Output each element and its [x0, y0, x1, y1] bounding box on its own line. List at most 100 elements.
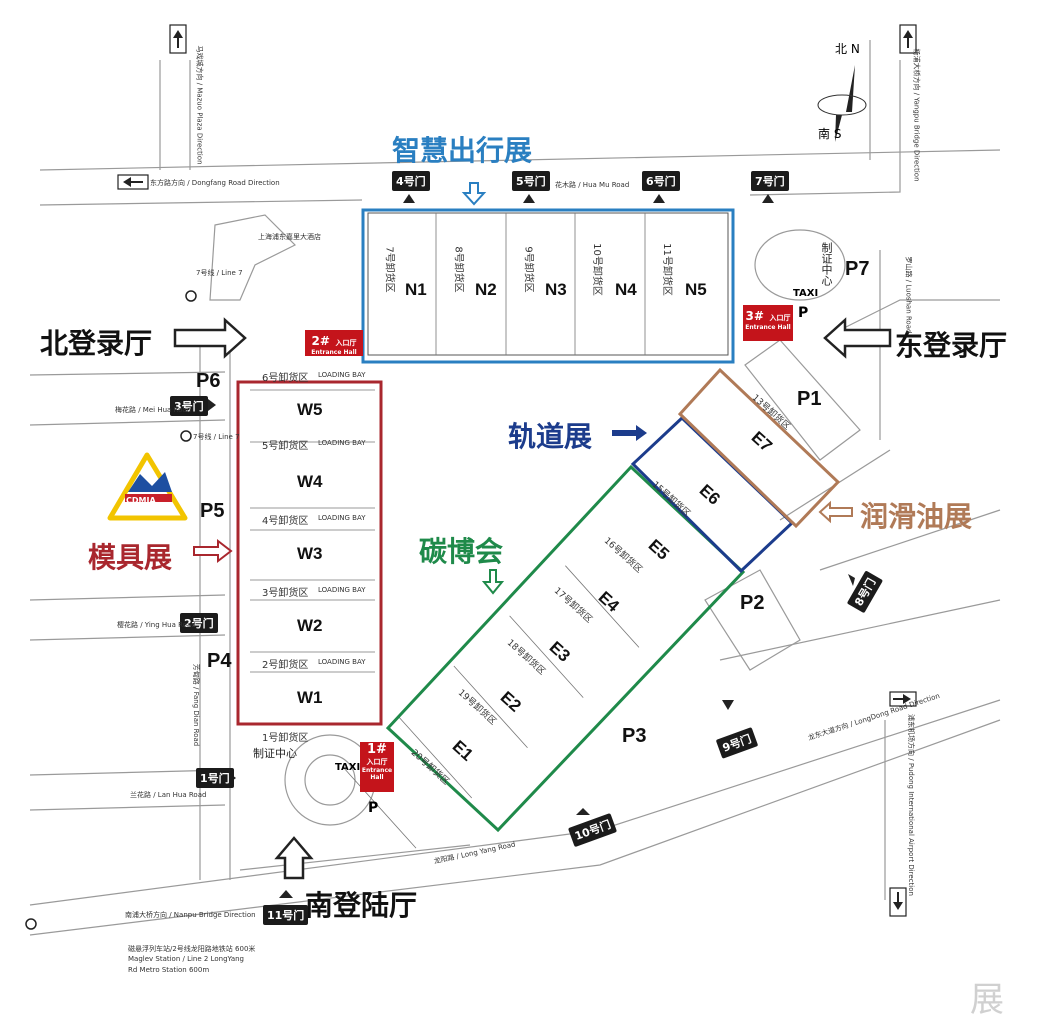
road-lanhua: 兰花路 / Lan Hua Road	[130, 791, 207, 799]
hall-n5[interactable]: N5	[685, 280, 707, 299]
loading-bay-en-w6: LOADING BAY	[318, 371, 366, 379]
entrance-2-en: Entrance Hall	[311, 349, 357, 356]
watermark: 展	[970, 980, 1004, 1020]
loading-bay-9: 9号卸货区	[522, 246, 534, 293]
loading-bay-3: 3号卸货区	[262, 588, 309, 599]
hotel-label: 上海浦东嘉里大酒店	[258, 233, 321, 241]
lubricant-arrow-icon	[818, 500, 853, 524]
road-luoshan: 罗山路 / Luoshan Road	[904, 256, 913, 334]
metro-note-line-1: 磁悬浮列车站/2号线龙阳路地铁站 600米	[128, 945, 256, 953]
metro-note-line-3: Rd Metro Station 600m	[128, 966, 210, 974]
loading-bay-7: 7号卸货区	[383, 246, 395, 293]
rail-title: 轨道展	[508, 420, 593, 453]
parking-vip-east: P	[798, 305, 809, 321]
loading-bay-2: 2号卸货区	[262, 660, 309, 671]
entrance-1-en: Entrance Hall	[361, 767, 393, 781]
lubricant-outline	[677, 367, 841, 529]
gate-3[interactable]: 3号门	[170, 396, 208, 416]
hall-n1[interactable]: N1	[405, 280, 427, 299]
entrance-2-cn: 入口厅	[335, 339, 357, 347]
gate-6[interactable]: 6号门	[642, 171, 680, 191]
hall-w3[interactable]: W3	[297, 544, 323, 563]
loading-bay-en-w3: LOADING BAY	[318, 586, 366, 594]
hall-n3[interactable]: N3	[545, 280, 567, 299]
road-yangpu: 杨浦大桥方向 / Yangpu Bridge Direction	[912, 48, 921, 182]
loading-bay-6: 6号卸货区	[262, 373, 309, 384]
road-pudong-airport: 浦东机场方向 / Pudong International Airport Di…	[906, 714, 915, 896]
south-lobby-arrow-icon	[274, 836, 314, 880]
entrance-3-number: 3#	[745, 309, 764, 323]
gate-5[interactable]: 5号门	[512, 171, 550, 191]
south-lobby-label: 南登陆厅	[305, 889, 418, 922]
loading-bay-5: 5号卸货区	[262, 441, 309, 452]
hall-w5[interactable]: W5	[297, 400, 323, 419]
entrance-1[interactable]: 1# 入口厅 Entrance Hall	[360, 742, 394, 792]
entrance-2-number: 2#	[311, 334, 330, 348]
parking-p4: P4	[207, 650, 232, 672]
loading-bay-en-w2: LOADING BAY	[318, 658, 366, 666]
parking-vip-south: P	[368, 800, 379, 816]
loading-bay-10: 10号卸货区	[590, 243, 602, 296]
carbon-arrow-icon	[481, 569, 505, 595]
loading-bay-en-w5: LOADING BAY	[318, 439, 366, 447]
gate-11[interactable]: 11号门	[263, 905, 309, 925]
smart-mobility-outline	[361, 208, 735, 364]
gate-4[interactable]: 4号门	[392, 171, 430, 191]
road-dongfang: 东方路方向 / Dongfang Road Direction	[150, 179, 280, 187]
compass-north-label: 北 N	[835, 42, 860, 56]
loading-bay-en-w4: LOADING BAY	[318, 514, 366, 522]
road-meihua: 梅花路 / Mei Hua Road	[115, 406, 192, 414]
metro-line7-north: 7号线 / Line 7	[196, 269, 243, 277]
taxi-south: TAXI	[335, 762, 361, 773]
cdmia-logo-icon	[107, 452, 188, 521]
parking-p6: P6	[196, 370, 221, 392]
north-lobby-arrow-icon	[173, 317, 247, 359]
entrance-3-cn: 入口厅	[769, 314, 791, 322]
road-network	[29, 40, 1001, 936]
hall-w4[interactable]: W4	[297, 472, 323, 491]
entrance-3[interactable]: 3# 入口厅 Entrance Hall	[743, 305, 793, 341]
mold-outline	[236, 380, 383, 726]
carbon-title: 碳博会	[419, 535, 504, 568]
road-nanpu: 南浦大桥方向 / Nanpu Bridge Direction	[125, 911, 256, 919]
rail-arrow-icon	[612, 425, 647, 441]
road-huamu: 花木路 / Hua Mu Road	[555, 181, 630, 189]
east-lobby-arrow-icon	[823, 317, 892, 359]
loading-bay-8: 8号卸货区	[452, 246, 464, 293]
hall-n2[interactable]: N2	[475, 280, 497, 299]
parking-p1: P1	[797, 388, 822, 410]
east-lobby-label: 东登录厅	[895, 329, 1008, 362]
north-lobby-label: 北登录厅	[40, 327, 153, 360]
compass-south-label: 南 S	[818, 127, 842, 141]
mold-title: 模具展	[88, 541, 173, 574]
hall-n4[interactable]: N4	[615, 280, 637, 299]
entrance-1-cn: 入口厅	[366, 758, 388, 766]
cert-center-east: 制证中心	[820, 242, 833, 286]
entrance-1-number: 1#	[367, 742, 387, 757]
parking-p2: P2	[740, 592, 765, 614]
hall-w1[interactable]: W1	[297, 688, 323, 707]
loading-bay-1: 1号卸货区	[262, 733, 309, 744]
west-halls-block	[250, 389, 375, 673]
east-halls-block	[342, 565, 640, 849]
hall-w2[interactable]: W2	[297, 616, 323, 635]
taxi-east: TAXI	[793, 288, 819, 299]
parking-p7: P7	[845, 258, 870, 280]
entrance-3-en: Entrance Hall	[745, 324, 791, 331]
gate-arrow-icons	[208, 194, 855, 898]
lubricant-title: 润滑油展	[860, 500, 973, 533]
parking-p3: P3	[622, 725, 647, 747]
smart-mobility-title: 智慧出行展	[392, 134, 533, 167]
cert-center-south: 制证中心	[253, 747, 297, 760]
north-halls-block	[367, 212, 729, 356]
entrance-2[interactable]: 2# 入口厅 Entrance Hall	[305, 330, 363, 356]
metro-note-line-2: Maglev Station / Line 2 LongYang	[128, 955, 244, 963]
loading-bay-4: 4号卸货区	[262, 516, 309, 527]
cdmia-logo-text: CDMIA	[126, 496, 156, 505]
gate-2[interactable]: 2号门	[180, 613, 218, 633]
carbon-outline	[385, 464, 746, 833]
gate-1[interactable]: 1号门	[196, 768, 234, 788]
smart-mobility-arrow-icon	[461, 182, 487, 206]
gate-7[interactable]: 7号门	[751, 171, 789, 191]
